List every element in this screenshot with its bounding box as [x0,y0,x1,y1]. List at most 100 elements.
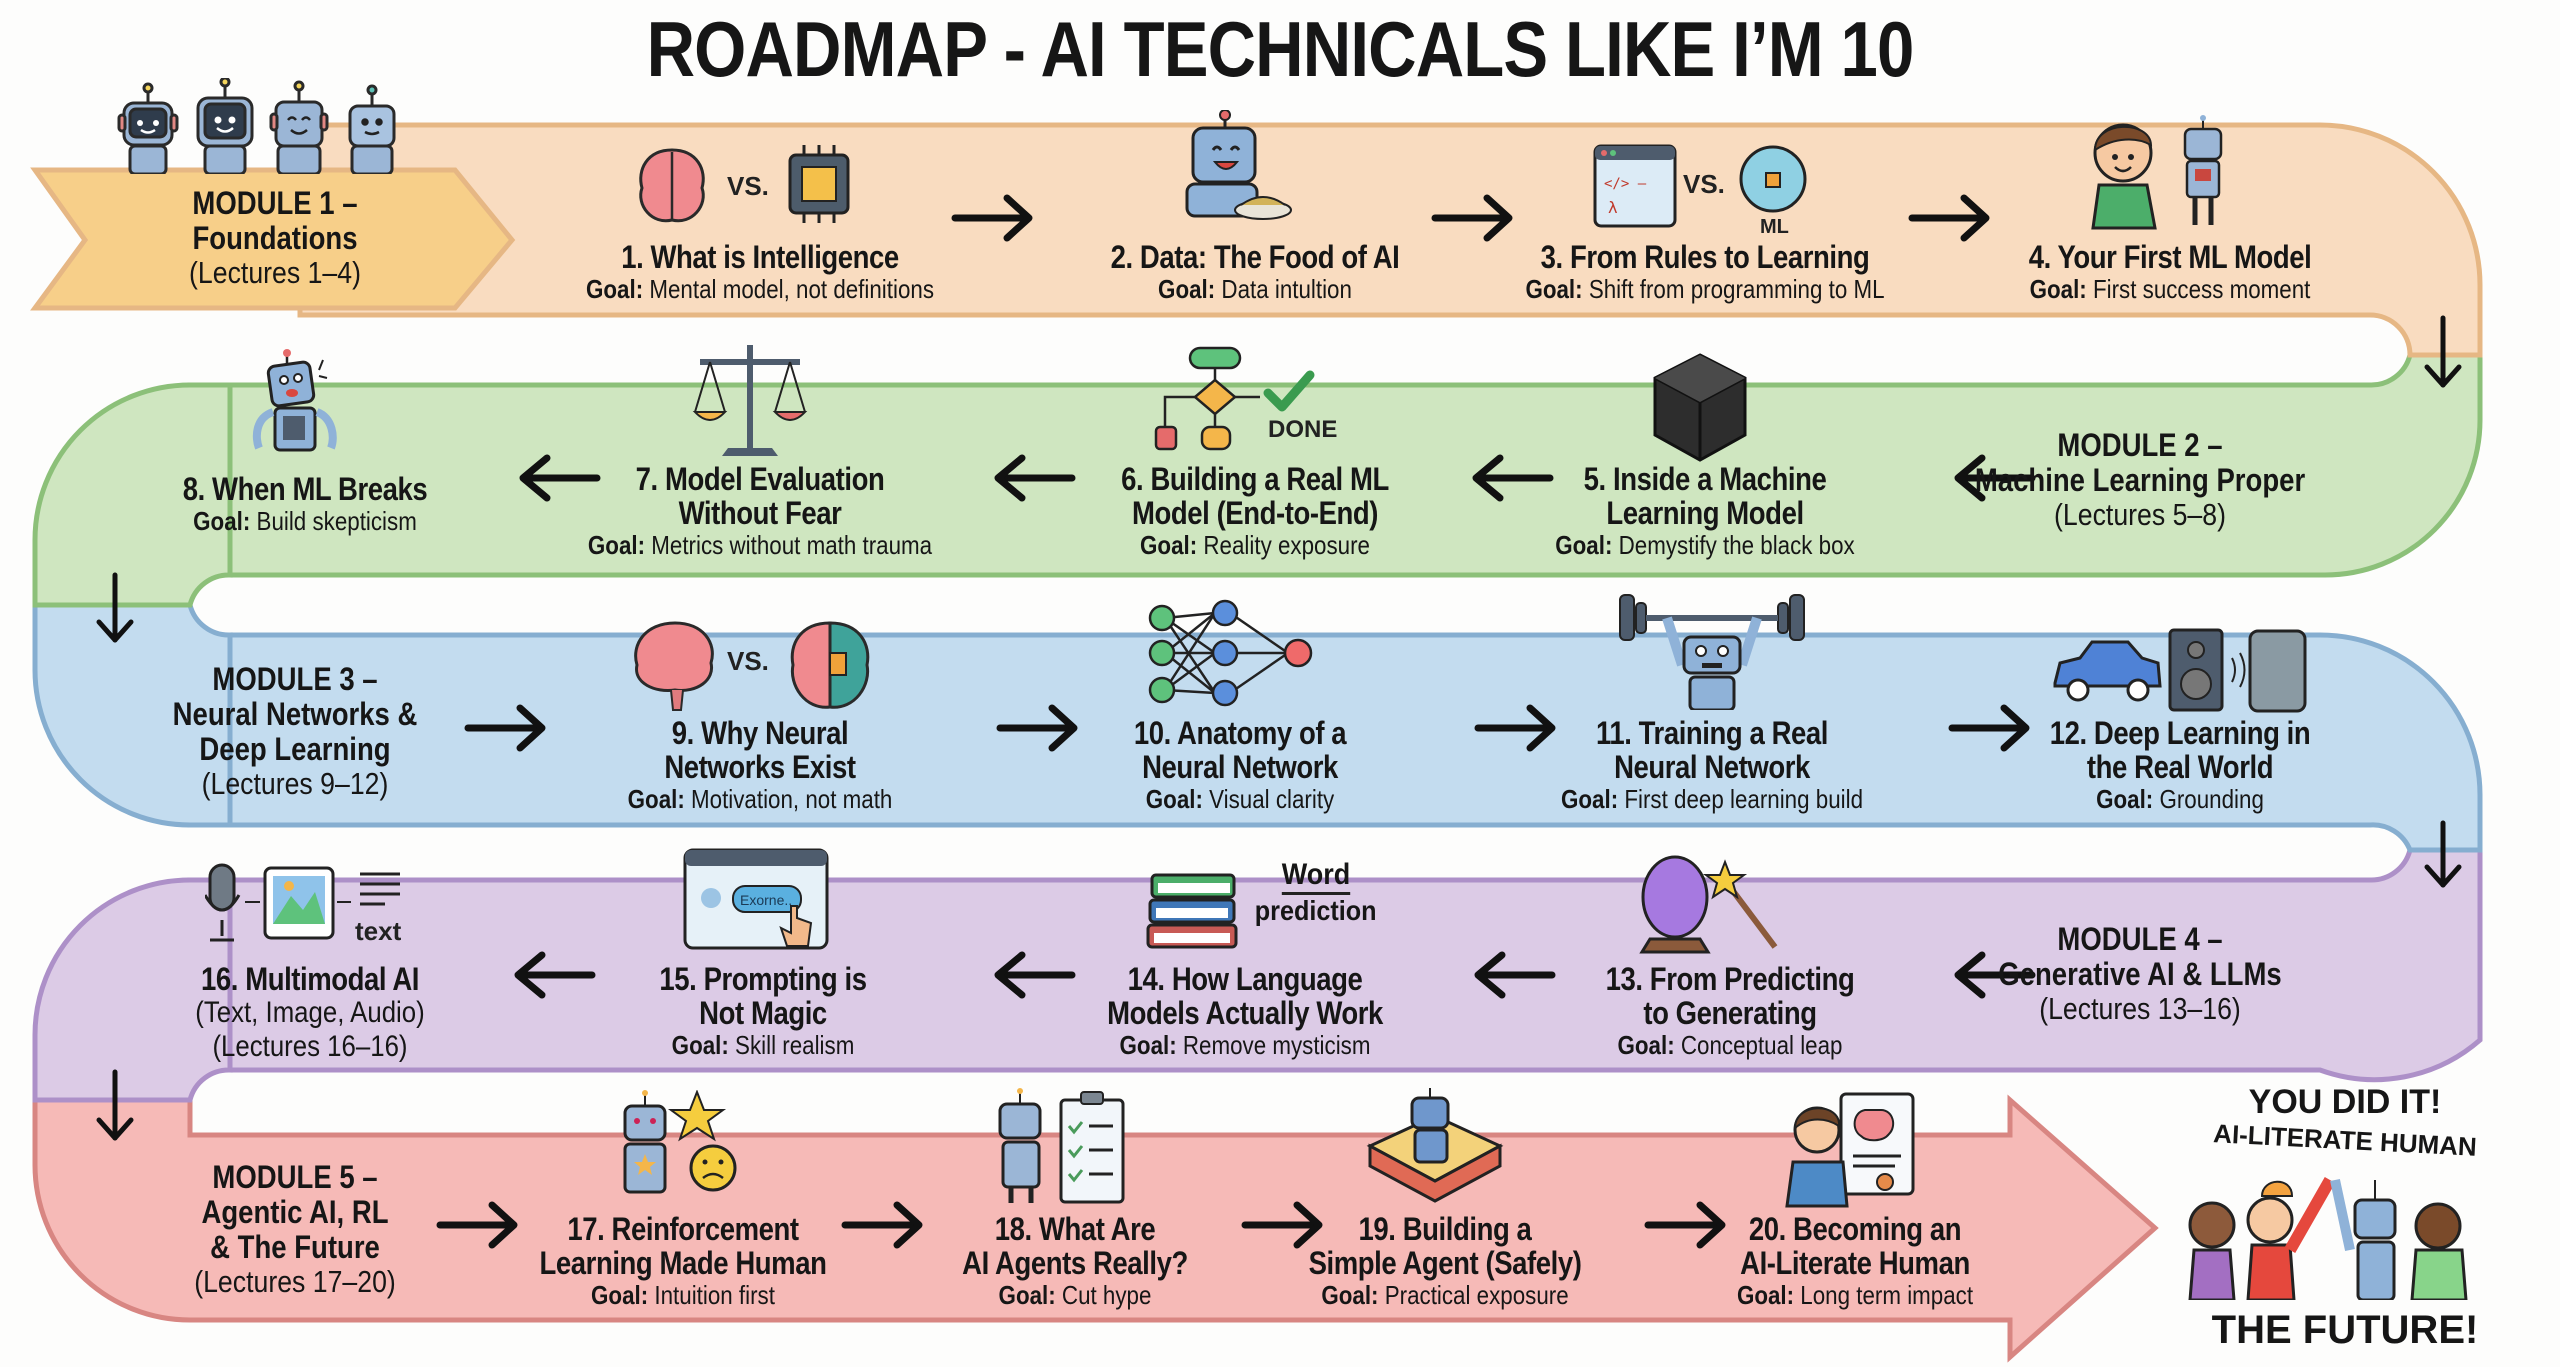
goal-prefix: Goal: [1145,784,1203,814]
goal-text: Grounding [2159,784,2264,814]
lesson-title: 11. Training a Real Neural Network [1596,715,1828,785]
module-3-title: MODULE 3 – Neural Networks & Deep Learni… [172,661,418,767]
svg-text:λ: λ [1608,198,1618,217]
lesson-title: 20. Becoming an AI-Literate Human [1740,1211,1970,1281]
lesson-goal: Goal: First success moment [2029,274,2312,304]
goal-prefix: Goal: [627,784,685,814]
lesson-title: 17. Reinforcement Learning Made Human [539,1211,827,1281]
flow-arrow-left [994,454,1076,502]
mic-image-text-icon: text [205,863,402,946]
flow-arrow-left [1472,454,1554,502]
module-5-lectures: (Lectures 17–20) [194,1264,396,1299]
vs-text: VS. [1683,169,1725,199]
lesson-19: 19. Building a Simple Agent (Safely)Goal… [1286,1212,1603,1310]
goal-prefix: Goal: [1555,530,1613,560]
flow-arrow-right [1431,194,1513,242]
lesson-title: 3. From Rules to Learning [1540,239,1870,275]
module-4-label: MODULE 4 – Generative AI & LLMs (Lecture… [1975,922,2305,1026]
goal-text: Demystify the black box [1618,530,1855,560]
finale-you-did-it: YOU DID IT! [2248,1083,2442,1121]
module-2-lectures: (Lectures 5–8) [2054,497,2226,532]
goal-prefix: Goal: [591,1280,649,1310]
flow-arrow-right [1644,1201,1726,1249]
lesson-title: 8. When ML Breaks [182,471,428,507]
finale-the-future: THE FUTURE! [2211,1308,2479,1352]
lesson-goal: Goal: Cut hype [962,1280,1188,1310]
lesson-goal: Goal: Data intultion [1111,274,1400,304]
module-2-band [187,352,2483,578]
lesson-title: 15. Prompting is Not Magic [659,961,867,1031]
goal-text: Visual clarity [1209,784,1335,814]
lesson-title: 1. What is Intelligence [621,239,899,275]
robot-checklist-icon [998,1088,1125,1204]
lesson-title: 5. Inside a Machine Learning Model [1583,461,1827,531]
goal-text: Long term impact [1800,1280,1974,1310]
down-arrow-4 [96,1069,134,1141]
goal-text: Conceptual leap [1680,1030,1843,1060]
lesson-goal: Goal: Skill realism [659,1030,866,1060]
goal-text: Motivation, not math [691,784,893,814]
prompt-text: Exorne.. [740,892,792,908]
books-icon [1146,873,1238,949]
goal-prefix: Goal: [585,274,644,304]
goal-prefix: Goal: [1119,1030,1177,1060]
lesson-title: 13. From Predicting to Generating [1605,961,1855,1031]
module-5-band [32,1094,2159,1363]
lesson-title: 12. Deep Learning in the Real World [2049,715,2311,785]
goal-prefix: Goal: [193,506,251,536]
lesson-16: 16. Multimodal AI(Text, Image, Audio) (L… [177,962,444,1064]
prompt-window-icon: Exorne.. [683,848,829,950]
brain-vs-neural-brain-icon: VS. [634,621,870,711]
flow-arrow-right [1948,704,2030,752]
down-arrow-1 [2424,315,2462,388]
goal-prefix: Goal: [1158,274,1216,304]
down-arrow-2 [96,572,134,643]
module-1-label: MODULE 1 – Foundations (Lectures 1–4) [175,186,375,290]
robot-sandbox-icon [1366,1088,1504,1203]
lesson-title: 19. Building a Simple Agent (Safely) [1308,1211,1582,1281]
goal-prefix: Goal: [587,530,646,560]
lesson-title: 2. Data: The Food of AI [1110,239,1400,275]
black-box-icon [1653,353,1747,462]
goal-prefix: Goal: [998,1280,1056,1310]
flow-arrow-left [994,951,1076,999]
goal-text: First deep learning build [1624,784,1864,814]
flow-arrow-right [1241,1201,1323,1249]
flow-arrow-right [841,1201,923,1249]
done-text: DONE [1268,416,1337,443]
lesson-subtitle: (Text, Image, Audio) (Lectures 16–16) [195,996,425,1063]
flow-arrow-right [436,1201,518,1249]
goal-prefix: Goal: [2029,274,2087,304]
crystal-ball-wand-icon [1639,855,1778,954]
goal-prefix: Goal: [1525,274,1583,304]
module-4-title: MODULE 4 – Generative AI & LLMs [1998,921,2282,992]
goal-prefix: Goal: [1321,1280,1379,1310]
lesson-goal: Goal: Reality exposure [1121,530,1389,560]
module-3-band-left [32,602,233,828]
lesson-title: 14. How Language Models Actually Work [1107,961,1383,1031]
goal-text: Intuition first [654,1280,775,1310]
lesson-goal: Goal: First deep learning build [1561,784,1863,814]
goal-text: Data intultion [1221,274,1352,304]
robot-eating-icon [1185,110,1292,220]
goal-prefix: Goal: [1560,784,1619,814]
goal-text: Practical exposure [1384,1280,1569,1310]
module-5-label: MODULE 5 – Agentic AI, RL & The Future (… [178,1160,412,1299]
goal-text: Skill realism [735,1030,855,1060]
people-high-five-robot-icon [2188,1177,2468,1300]
vs-text: VS. [727,171,769,201]
goal-text: Cut hype [1061,1280,1152,1310]
lesson-title: 9. Why Neural Networks Exist [664,715,856,785]
robot-lifting-icon [1619,594,1805,710]
